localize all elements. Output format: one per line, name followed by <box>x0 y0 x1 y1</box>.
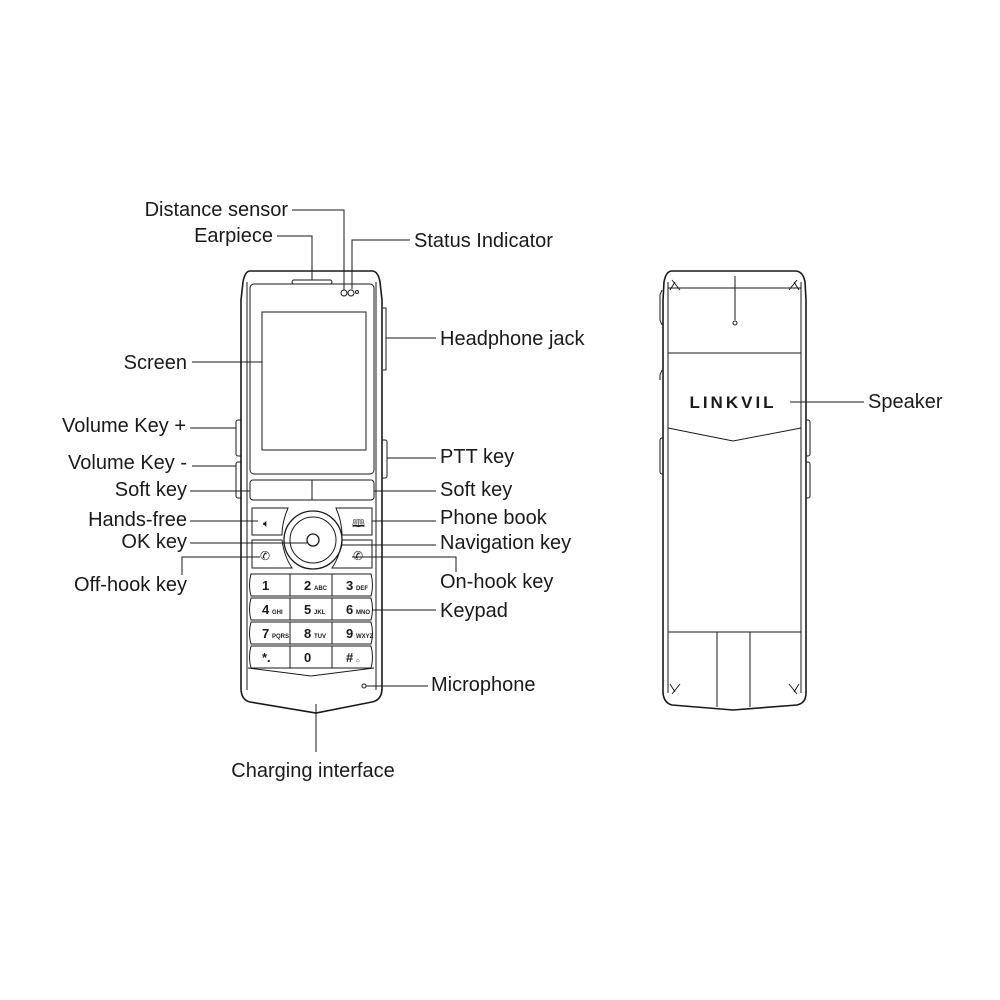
speaker-icon: 🔈︎ <box>263 518 270 530</box>
label-on-hook-key: On-hook key <box>440 571 553 593</box>
keypad-key-letters: GHI <box>272 610 283 616</box>
label-phone-book: Phone book <box>440 507 548 529</box>
hands-free-key <box>251 507 289 536</box>
label-keypad: Keypad <box>440 600 508 622</box>
keypad-key-shape <box>249 573 291 597</box>
back-view: LINKVIL Speaker <box>659 270 943 711</box>
label-charging-interface: Charging interface <box>231 760 394 782</box>
front-labels: Distance sensor Earpiece Status Indicato… <box>62 199 586 782</box>
keypad-key: *. <box>249 645 291 669</box>
screen-display <box>261 311 367 451</box>
label-headphone-jack: Headphone jack <box>440 328 586 350</box>
label-status-indicator: Status Indicator <box>414 230 553 252</box>
distance-sensor-dot-2 <box>347 289 355 297</box>
keypad-key-letters: MNO <box>356 610 370 616</box>
keypad-key-letters: TUV <box>314 634 326 640</box>
keypad-key-digit: 7 <box>262 626 269 641</box>
label-soft-key-right: Soft key <box>440 479 512 501</box>
keypad-key-letters: PQRS <box>272 634 289 640</box>
keypad-key-shape <box>331 621 373 645</box>
headphone-jack <box>383 307 387 371</box>
keypad-key-digit: # <box>346 650 354 665</box>
back-body <box>662 270 807 711</box>
keypad-key-digit: 2 <box>304 578 311 593</box>
navigation-ring <box>283 510 343 570</box>
keypad-key-digit: 4 <box>262 602 270 617</box>
keypad-key-shape <box>249 597 291 621</box>
keypad-key-shape <box>249 621 291 645</box>
label-soft-key-left: Soft key <box>115 479 187 501</box>
screen-bezel <box>249 283 375 475</box>
off-hook-key <box>251 539 293 569</box>
front-callout-lines <box>181 209 457 752</box>
brand-logo: LINKVIL <box>689 393 776 412</box>
label-volume-down: Volume Key - <box>68 452 187 474</box>
label-hands-free: Hands-free <box>88 509 187 531</box>
label-speaker: Speaker <box>868 391 943 413</box>
label-off-hook-key: Off-hook key <box>74 574 187 596</box>
hangup-icon: ✆ <box>353 549 363 563</box>
keypad-key-shape <box>249 645 291 669</box>
keypad-key-digit: 0 <box>304 650 311 665</box>
status-indicator-dot <box>355 290 359 294</box>
keypad-key-letters: JKL <box>314 610 326 616</box>
ok-button <box>306 533 320 547</box>
keypad-key: 1 <box>249 573 291 597</box>
label-distance-sensor: Distance sensor <box>145 199 289 221</box>
label-microphone: Microphone <box>431 674 536 696</box>
keypad-key-letters: DEF <box>356 586 368 592</box>
keypad-bottom-edge <box>247 667 375 677</box>
keypad-key-digit: 6 <box>346 602 353 617</box>
keypad-key-letters: ⌂ <box>356 658 360 664</box>
label-screen: Screen <box>124 352 187 374</box>
label-ok-key: OK key <box>121 531 187 553</box>
back-chevron-panel <box>667 427 802 442</box>
navigation-inner-ring <box>289 516 337 564</box>
keypad-key-digit: 1 <box>262 578 269 593</box>
keypad-key-digit: *. <box>262 650 271 665</box>
keypad-key-digit: 9 <box>346 626 353 641</box>
back-speaker-hole <box>732 320 738 326</box>
book-icon: 🕮 <box>352 518 365 530</box>
keypad-key-letters: WXYZ <box>356 634 374 640</box>
keypad-key-shape <box>331 573 373 597</box>
label-navigation-key: Navigation key <box>440 532 571 554</box>
keypad-key-letters: ABC <box>314 586 328 592</box>
label-earpiece: Earpiece <box>194 225 273 247</box>
label-ptt-key: PTT key <box>440 446 514 468</box>
call-icon: ✆ <box>260 549 270 563</box>
keypad-key-digit: 8 <box>304 626 311 641</box>
keypad-key-digit: 5 <box>304 602 311 617</box>
label-volume-up: Volume Key + <box>62 415 186 437</box>
keypad-key-digit: 3 <box>346 578 353 593</box>
